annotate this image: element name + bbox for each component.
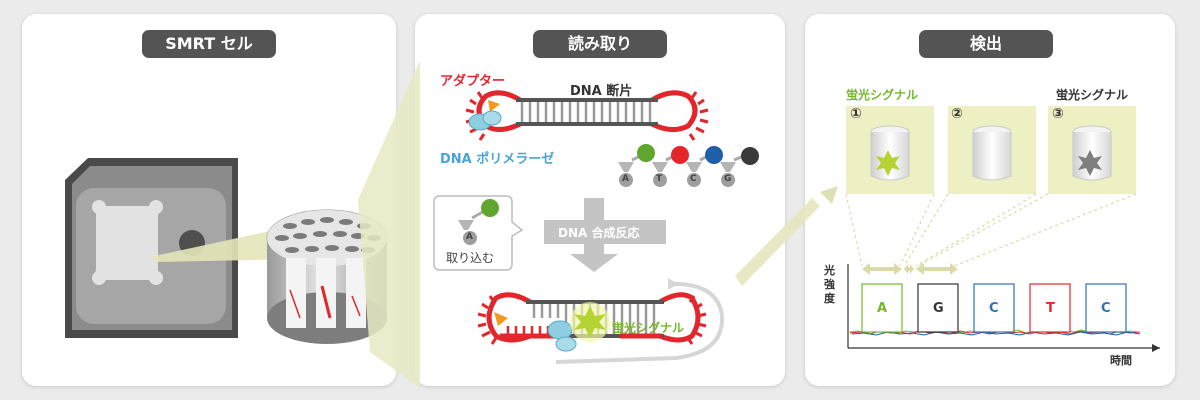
dna-polymerase-top <box>468 110 502 131</box>
signal-label-left: 蛍光シグナル <box>846 88 919 102</box>
dna-fragment-top <box>465 90 709 141</box>
reading-title: 読み取り <box>533 30 667 58</box>
fluorescence-star <box>570 302 610 342</box>
uptake-label: 取り込む <box>446 251 495 265</box>
well-number-3: ③ <box>1052 106 1064 122</box>
polymerase-label: DNA ポリメラーゼ <box>440 152 555 167</box>
nucleotide-label-c: C <box>690 174 697 184</box>
duration-arrows <box>862 263 958 275</box>
peak-label-g: G <box>933 301 944 316</box>
well-2 <box>948 106 1036 194</box>
peak-c1 <box>973 283 1015 333</box>
dna-polymerase-bottom <box>547 320 577 352</box>
peak-label-c1: C <box>989 301 999 316</box>
peak-label-a: A <box>877 301 888 316</box>
nucleotide-g <box>720 147 759 187</box>
well-3 <box>1048 106 1136 194</box>
nucleotide-label-a: A <box>622 174 629 184</box>
well-number-2: ② <box>951 106 963 122</box>
arrow-to-detect <box>820 186 838 204</box>
peak-label-c2: C <box>1101 301 1111 316</box>
ylabel-1: 光 <box>824 264 835 277</box>
uptake-callout <box>433 195 524 271</box>
nucleotide-c <box>686 146 723 187</box>
signal-chart <box>847 264 1160 352</box>
ylabel-2: 強 <box>824 278 835 291</box>
peak-a <box>861 283 903 333</box>
signal-label-read: 蛍光シグナル <box>612 321 685 335</box>
nucleotide-a <box>618 144 655 187</box>
ylabel-3: 度 <box>824 292 835 305</box>
well-number-1: ① <box>850 106 862 122</box>
synthesis-arrow <box>544 198 666 272</box>
peak-g <box>917 283 959 333</box>
nucleotide-t <box>652 146 689 187</box>
smrt-cell-title: SMRT セル <box>142 30 276 58</box>
detection-title: 検出 <box>919 30 1053 58</box>
nucleotide-label-g: G <box>724 174 732 184</box>
magnify-beam-to-read <box>358 60 420 388</box>
magnify-beam-to-detect <box>735 198 820 286</box>
projection-lines <box>845 193 1137 267</box>
uptake-base-label: A <box>466 232 473 242</box>
xlabel: 時間 <box>1110 354 1132 367</box>
synthesis-label: DNA 合成反応 <box>558 226 640 240</box>
peak-label-t: T <box>1046 301 1055 316</box>
well-1 <box>846 106 934 194</box>
nucleotide-set <box>618 144 759 187</box>
adapter-label: アダプター <box>440 74 506 89</box>
signal-label-right: 蛍光シグナル <box>1056 88 1129 102</box>
nucleotide-label-t: T <box>656 174 663 184</box>
peak-t <box>1029 283 1071 333</box>
dna-fragment-label: DNA 断片 <box>570 84 633 99</box>
peak-c2 <box>1085 283 1127 333</box>
